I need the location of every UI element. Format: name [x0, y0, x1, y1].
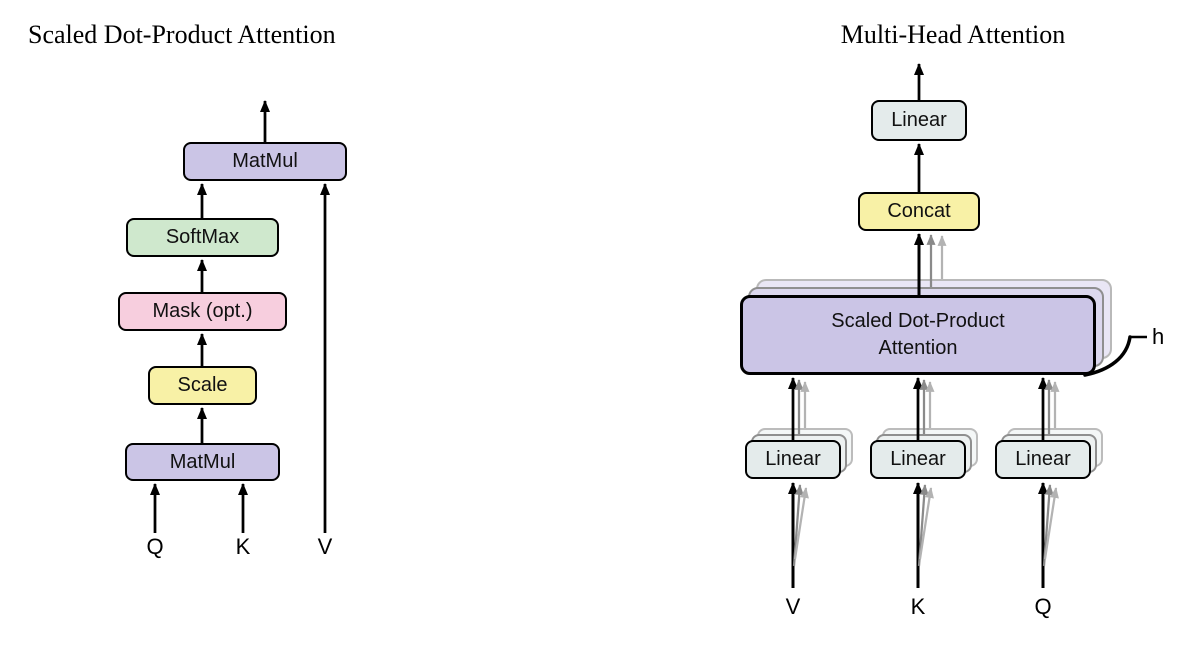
concat-box: Concat	[858, 192, 980, 231]
mask-label: Mask (opt.)	[152, 300, 253, 322]
input-label-v-right: V	[785, 594, 801, 619]
attention-box-label-line1: Scaled Dot-Product	[831, 310, 1005, 332]
input-label-k-left: K	[235, 534, 251, 559]
linear-v-label: Linear	[765, 448, 821, 470]
mask-box: Mask (opt.)	[118, 292, 287, 331]
linear-q-label: Linear	[1015, 448, 1071, 470]
linear-q-box: Linear	[995, 440, 1091, 479]
scaled-dot-product-attention-box: Scaled Dot-Product Attention	[740, 295, 1096, 375]
linear-k-label: Linear	[890, 448, 946, 470]
matmul-bottom-box: MatMul	[125, 443, 280, 481]
arrow-input-v-fan-lightgray	[793, 487, 809, 560]
concat-label: Concat	[887, 200, 951, 222]
input-label-q-right: Q	[1034, 594, 1052, 619]
linear-output-box: Linear	[871, 100, 967, 141]
head-count-label: h	[1152, 324, 1165, 349]
head-count-brace-curve	[1083, 335, 1132, 377]
input-label-k-right: K	[910, 594, 926, 619]
input-label-v-left: V	[317, 534, 333, 559]
left-diagram-title: Scaled Dot-Product Attention	[28, 20, 336, 49]
right-diagram-title: Multi-Head Attention	[840, 20, 1066, 49]
matmul-top-label: MatMul	[232, 150, 298, 172]
matmul-bottom-label: MatMul	[169, 450, 236, 473]
attention-box-label-line2: Attention	[878, 337, 958, 359]
scale-box: Scale	[148, 366, 257, 405]
softmax-label: SoftMax	[165, 226, 240, 248]
arrow-input-q-fan-lightgray	[1043, 487, 1059, 560]
softmax-box: SoftMax	[126, 218, 279, 257]
scale-label: Scale	[177, 374, 228, 396]
linear-output-label: Linear	[891, 109, 947, 131]
matmul-top-box: MatMul	[183, 142, 347, 181]
input-label-q-left: Q	[146, 534, 164, 559]
linear-k-box: Linear	[870, 440, 966, 479]
arrow-input-k-fan-lightgray	[918, 487, 934, 560]
linear-v-box: Linear	[745, 440, 841, 479]
